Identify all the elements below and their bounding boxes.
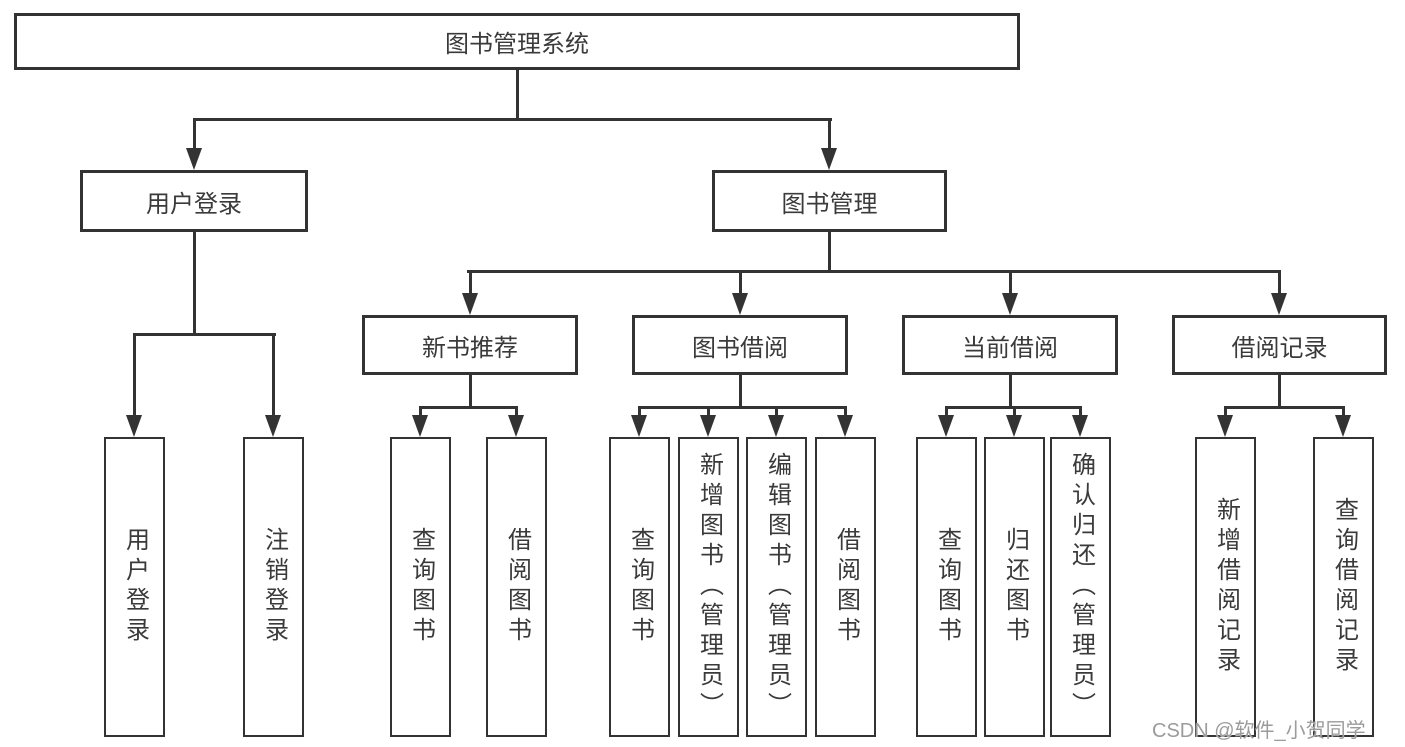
leaf-borrow-books-recommend: 借阅图书 bbox=[486, 437, 547, 737]
node-book-borrowing: 图书借阅 bbox=[632, 315, 848, 375]
arrowhead-down-icon bbox=[1072, 415, 1088, 437]
arrowhead-down-icon bbox=[508, 415, 524, 437]
node-label: 编辑图书（管理员） bbox=[763, 452, 791, 722]
arrowhead-down-icon bbox=[700, 415, 716, 437]
leaf-query-books-recommend: 查询图书 bbox=[390, 437, 451, 737]
node-label: 图书管理系统 bbox=[445, 31, 589, 58]
arrowhead-down-icon bbox=[938, 415, 954, 437]
arrowhead-down-icon bbox=[837, 415, 853, 437]
connector-line bbox=[775, 406, 778, 417]
connector-line bbox=[844, 406, 847, 417]
node-label: 查询图书 bbox=[407, 527, 435, 647]
node-label: 用户登录 bbox=[146, 190, 242, 218]
node-label: 借阅图书 bbox=[832, 527, 860, 647]
node-label: 借阅图书 bbox=[503, 527, 531, 647]
connector-line bbox=[133, 333, 136, 417]
leaf-logout: 注销登录 bbox=[243, 437, 304, 737]
arrowhead-down-icon bbox=[1217, 415, 1233, 437]
arrowhead-down-icon bbox=[1002, 293, 1018, 315]
arrowhead-down-icon bbox=[186, 148, 202, 170]
connector-line bbox=[1342, 406, 1345, 417]
node-library-management-system: 图书管理系统 bbox=[14, 13, 1020, 70]
leaf-edit-book-admin: 编辑图书（管理员） bbox=[746, 437, 807, 737]
arrowhead-down-icon bbox=[1335, 415, 1351, 437]
connector-line bbox=[828, 118, 831, 150]
connector-line bbox=[194, 118, 832, 121]
arrowhead-down-icon bbox=[1006, 415, 1022, 437]
leaf-borrow-book: 借阅图书 bbox=[815, 437, 876, 737]
leaf-confirm-return-admin: 确认归还（管理员） bbox=[1050, 437, 1111, 737]
arrowhead-down-icon bbox=[1271, 293, 1287, 315]
node-label: 新增借阅记录 bbox=[1212, 497, 1240, 677]
leaf-query-books-current: 查询图书 bbox=[916, 437, 977, 737]
node-label: 图书管理 bbox=[781, 190, 878, 218]
connector-line bbox=[515, 406, 518, 417]
node-user-login: 用户登录 bbox=[80, 170, 308, 232]
node-label: 查询借阅记录 bbox=[1330, 497, 1358, 677]
node-book-management: 图书管理 bbox=[712, 170, 947, 232]
leaf-query-books-borrow: 查询图书 bbox=[609, 437, 670, 737]
connector-line bbox=[1278, 270, 1281, 295]
leaf-add-book-admin: 新增图书（管理员） bbox=[678, 437, 739, 737]
arrowhead-down-icon bbox=[768, 415, 784, 437]
leaf-return-book: 归还图书 bbox=[984, 437, 1045, 737]
connector-line bbox=[945, 406, 948, 417]
connector-line bbox=[1013, 406, 1016, 417]
connector-line bbox=[469, 375, 472, 408]
connector-line bbox=[419, 406, 422, 417]
node-label: 新增图书（管理员） bbox=[695, 452, 723, 722]
node-label: 图书借阅 bbox=[692, 334, 788, 362]
arrowhead-down-icon bbox=[732, 293, 748, 315]
leaf-add-borrow-record: 新增借阅记录 bbox=[1195, 437, 1256, 737]
connector-line bbox=[469, 270, 472, 295]
arrowhead-down-icon bbox=[631, 415, 647, 437]
connector-line bbox=[638, 406, 847, 409]
csdn-watermark: CSDN @软件_小贺同学 bbox=[1152, 720, 1366, 742]
connector-line bbox=[1009, 375, 1012, 408]
connector-line bbox=[133, 333, 276, 336]
connector-line bbox=[193, 232, 196, 336]
connector-line bbox=[1009, 270, 1012, 295]
node-label: 查询图书 bbox=[933, 527, 961, 647]
leaf-query-borrow-record: 查询借阅记录 bbox=[1313, 437, 1374, 737]
connector-line bbox=[419, 406, 518, 409]
connector-line bbox=[1224, 406, 1345, 409]
arrowhead-down-icon bbox=[462, 293, 478, 315]
connector-line bbox=[272, 333, 275, 417]
node-label: 用户登录 bbox=[121, 527, 149, 647]
arrowhead-down-icon bbox=[821, 148, 837, 170]
arrowhead-down-icon bbox=[126, 415, 142, 437]
connector-line bbox=[739, 375, 742, 408]
connector-line bbox=[638, 406, 641, 417]
node-label: 注销登录 bbox=[260, 527, 288, 647]
connector-line bbox=[516, 68, 519, 120]
node-current-borrowing: 当前借阅 bbox=[902, 315, 1118, 375]
node-label: 借阅记录 bbox=[1231, 334, 1328, 362]
connector-line bbox=[467, 270, 1281, 273]
connector-line bbox=[1224, 406, 1227, 417]
connector-line bbox=[193, 118, 196, 150]
leaf-user-login: 用户登录 bbox=[104, 437, 165, 737]
connector-line bbox=[707, 406, 710, 417]
node-label: 当前借阅 bbox=[962, 334, 1058, 362]
node-borrowing-records: 借阅记录 bbox=[1172, 315, 1387, 375]
connector-line bbox=[1278, 375, 1281, 408]
arrowhead-down-icon bbox=[265, 415, 281, 437]
connector-line bbox=[828, 232, 831, 272]
arrowhead-down-icon bbox=[412, 415, 428, 437]
node-new-book-recommendation: 新书推荐 bbox=[362, 315, 578, 375]
connector-line bbox=[1079, 406, 1082, 417]
node-label: 归还图书 bbox=[1001, 527, 1029, 647]
node-label: 确认归还（管理员） bbox=[1067, 452, 1095, 722]
connector-line bbox=[739, 270, 742, 295]
node-label: 新书推荐 bbox=[422, 334, 518, 362]
node-label: 查询图书 bbox=[626, 527, 654, 647]
